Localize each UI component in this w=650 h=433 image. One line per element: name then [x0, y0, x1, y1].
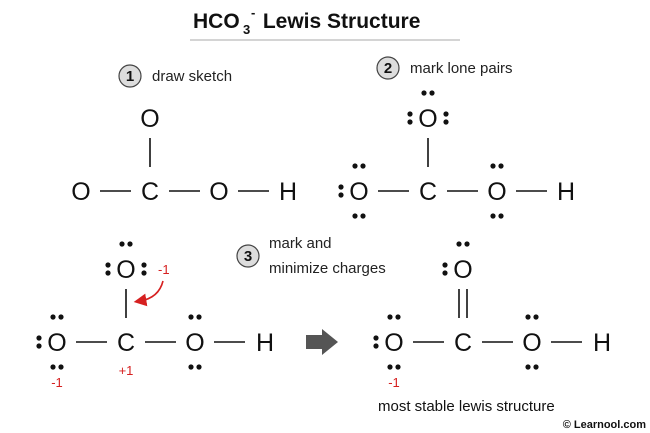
atom-h: H — [557, 178, 575, 206]
lone-pairs — [490, 163, 504, 219]
step-1-label: 1 draw sketch — [118, 64, 232, 88]
atom-c: C — [141, 178, 159, 206]
svg-text:2: 2 — [384, 60, 392, 77]
final-structure: O O -1 C O H — [373, 241, 611, 390]
atom-o-right: O — [209, 178, 228, 206]
lone-pair-structure: O O C O H — [338, 90, 575, 219]
svg-text:3: 3 — [244, 248, 252, 265]
svg-text:1: 1 — [126, 68, 134, 85]
atom-o-right: O — [185, 329, 204, 357]
atom-h: H — [279, 178, 297, 206]
step-3-text-line1: mark and — [269, 235, 332, 252]
atom-o-top: O — [116, 256, 135, 284]
charge-left-o: -1 — [51, 375, 63, 390]
atom-o-top: O — [418, 105, 437, 133]
atom-o-left: O — [349, 178, 368, 206]
lone-pairs — [373, 314, 401, 370]
lone-pairs — [105, 241, 147, 276]
atom-o-top: O — [140, 105, 159, 133]
lone-pairs — [525, 314, 539, 370]
step-2-label: 2 mark lone pairs — [376, 56, 513, 80]
final-caption: most stable lewis structure — [378, 398, 555, 415]
lone-pairs — [338, 163, 366, 219]
atom-c: C — [454, 329, 472, 357]
atom-o-left: O — [71, 178, 90, 206]
atom-o-right: O — [522, 329, 541, 357]
atom-o-left: O — [47, 329, 66, 357]
copyright-text: © Learnool.com — [563, 419, 647, 431]
atom-o-left: O — [384, 329, 403, 357]
title-rest: Lewis Structure — [257, 10, 420, 33]
right-arrow-icon — [306, 329, 338, 355]
step-1-badge — [118, 64, 142, 88]
atom-c: C — [419, 178, 437, 206]
atom-h: H — [256, 329, 274, 357]
atom-c: C — [117, 329, 135, 357]
step-3-label: 3 mark and minimize charges — [236, 235, 386, 277]
lone-pairs — [407, 90, 449, 125]
lone-pairs — [442, 241, 470, 276]
page-title: HCO 3 - Lewis Structure — [190, 5, 460, 41]
step-3-text-line2: minimize charges — [269, 260, 386, 277]
atom-o-top: O — [453, 256, 472, 284]
step-2-text: mark lone pairs — [410, 60, 513, 77]
atom-o-right: O — [487, 178, 506, 206]
lone-pairs — [36, 314, 64, 370]
lone-pairs — [188, 314, 202, 370]
title-subscript: 3 — [243, 22, 250, 37]
atom-h: H — [593, 329, 611, 357]
curved-arrow-icon — [133, 280, 164, 307]
step-2-badge — [376, 56, 400, 80]
step-1-text: draw sketch — [152, 68, 232, 85]
charge-final-left-o: -1 — [388, 375, 400, 390]
charge-carbon: +1 — [119, 363, 134, 378]
charge-top-o: -1 — [158, 262, 170, 277]
sketch-structure: O O C O H — [71, 105, 297, 206]
title-superscript: - — [251, 5, 255, 20]
charged-structure: O -1 O -1 C +1 O H — [36, 241, 274, 390]
title-main: HCO — [193, 10, 240, 33]
step-3-badge — [236, 244, 260, 268]
